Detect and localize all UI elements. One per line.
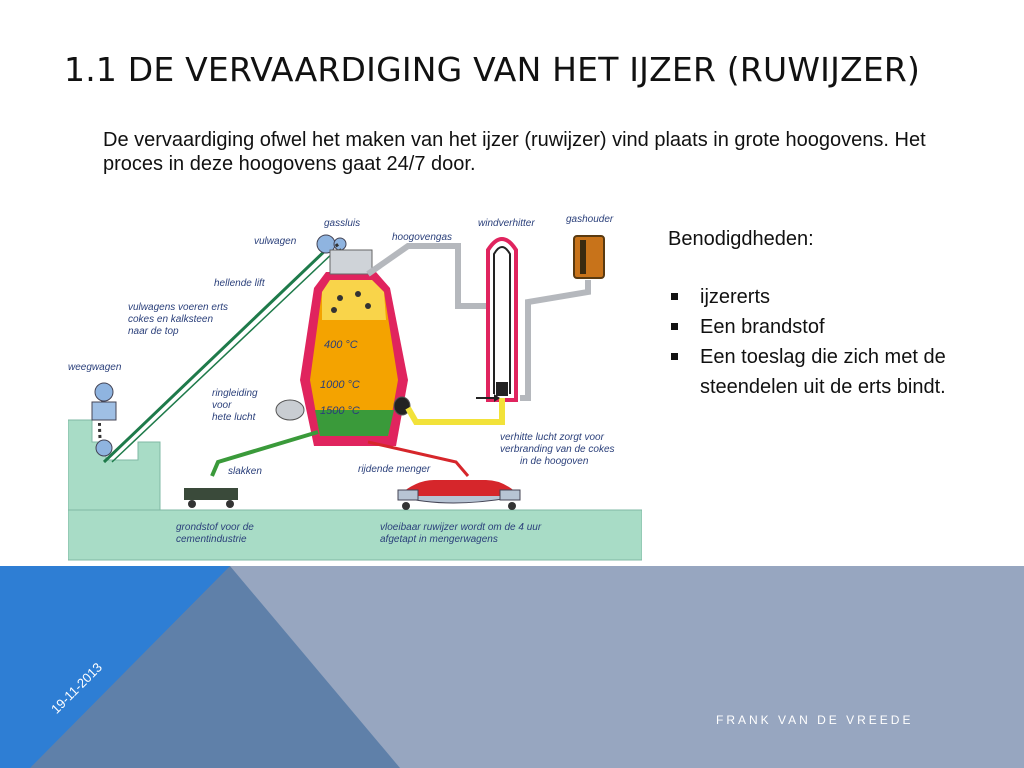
footer-band bbox=[0, 566, 1024, 768]
diagram-ground bbox=[68, 419, 642, 561]
blast-furnace-diagram: gassluis vulwagen hoogovengas windverhit… bbox=[68, 214, 642, 561]
label-vloeibaar-line2: afgetapt in mengerwagens bbox=[380, 534, 498, 545]
label-vulwagens-line2: cokes en kalksteen bbox=[128, 314, 213, 325]
requirements-item-text: ijzererts bbox=[700, 286, 771, 308]
label-windverhitter: windverhitter bbox=[478, 218, 535, 229]
label-temp-1500: 1500 °C bbox=[320, 405, 360, 417]
hot-blast-stove bbox=[486, 237, 518, 402]
requirements-title: Benodigdheden: bbox=[668, 228, 814, 250]
label-slakken: slakken bbox=[228, 466, 262, 477]
ring-main bbox=[275, 399, 305, 421]
label-ringleiding-line1: ringleiding bbox=[212, 388, 258, 399]
label-temp-1000: 1000 °C bbox=[320, 379, 360, 391]
label-grondstof-line2: cementindustrie bbox=[176, 534, 247, 545]
label-hellende-lift: hellende lift bbox=[214, 278, 266, 289]
label-weegwagen: weegwagen bbox=[68, 362, 122, 373]
author-name: FRANK VAN DE VREEDE bbox=[716, 713, 914, 727]
label-grondstof-line1: grondstof voor de bbox=[176, 522, 254, 533]
weigh-wagon bbox=[91, 382, 117, 457]
label-rijdende-menger: rijdende menger bbox=[358, 464, 431, 475]
requirements-item: Een toeslag die zich met de steendelen u… bbox=[668, 342, 968, 402]
label-vulwagens-line1: vulwagens voeren erts bbox=[128, 302, 228, 313]
requirements-item: Een brandstof bbox=[668, 312, 968, 342]
torpedo-car bbox=[397, 480, 521, 510]
inclined-lift bbox=[102, 244, 332, 464]
label-temp-400: 400 °C bbox=[324, 339, 358, 351]
label-vloeibaar-line1: vloeibaar ruwijzer wordt om de 4 uur bbox=[380, 522, 542, 533]
hot-air-pipe bbox=[405, 398, 505, 425]
square-bullet-icon bbox=[671, 293, 678, 300]
slag-line bbox=[210, 430, 319, 477]
requirements-list: ijzererts Een brandstof Een toeslag die … bbox=[668, 282, 968, 402]
furnace-gas-pipe bbox=[366, 243, 492, 309]
label-ringleiding-line2: voor bbox=[212, 400, 232, 411]
gas-holder bbox=[573, 235, 605, 279]
label-vulwagen: vulwagen bbox=[254, 236, 297, 247]
label-vulwagens-line3: naar de top bbox=[128, 326, 179, 337]
label-hoogovengas: hoogovengas bbox=[392, 232, 452, 243]
label-ringleiding-line3: hete lucht bbox=[212, 412, 257, 423]
label-gassluis: gassluis bbox=[324, 218, 360, 229]
label-gashouder: gashouder bbox=[566, 214, 614, 225]
iron-line bbox=[367, 440, 470, 477]
requirements-panel: Benodigdheden: ijzererts Een brandstof E… bbox=[668, 226, 968, 402]
slide-title: 1.1 DE VERVAARDIGING VAN HET IJZER (RUWI… bbox=[64, 50, 921, 89]
square-bullet-icon bbox=[671, 323, 678, 330]
requirements-item-text: Een toeslag die zich met de steendelen u… bbox=[700, 346, 946, 398]
label-verhitte-line3: in de hoogoven bbox=[520, 456, 589, 467]
label-verhitte-line2: verbranding van de cokes bbox=[500, 444, 615, 455]
intro-text: De vervaardiging ofwel het maken van het… bbox=[103, 129, 926, 175]
square-bullet-icon bbox=[671, 353, 678, 360]
requirements-item: ijzererts bbox=[668, 282, 968, 312]
blast-furnace bbox=[300, 249, 408, 446]
requirements-item-text: Een brandstof bbox=[700, 316, 825, 338]
label-verhitte-line1: verhitte lucht zorgt voor bbox=[500, 432, 605, 443]
slag-wagon bbox=[184, 488, 238, 508]
